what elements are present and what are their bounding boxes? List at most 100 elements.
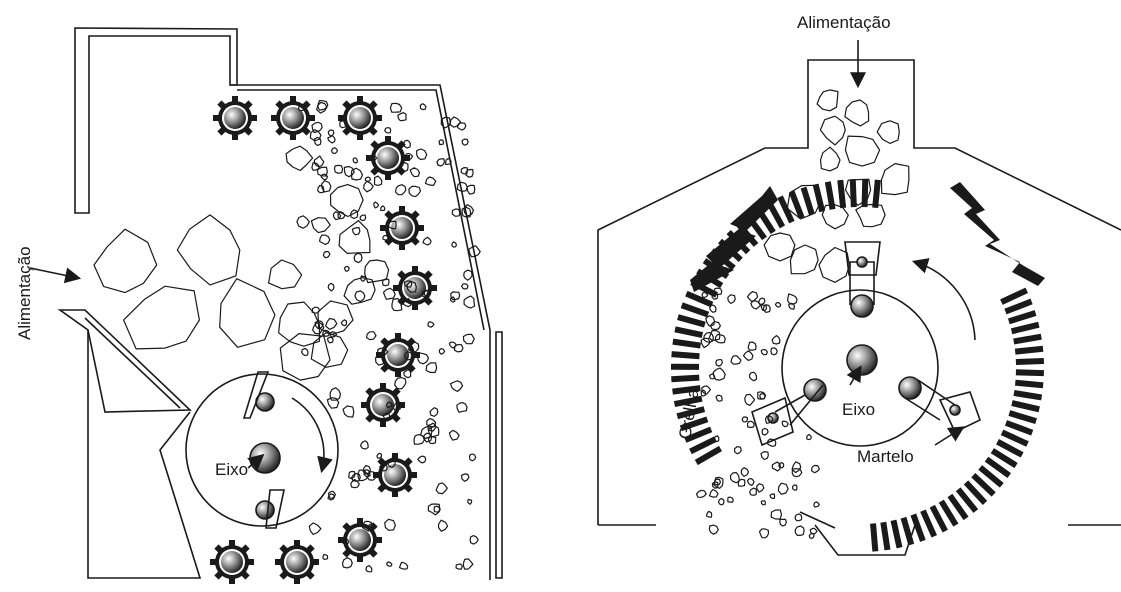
rotation-arrow-right <box>915 262 975 340</box>
rock-small <box>366 566 372 572</box>
impact-bar-gear <box>338 96 382 140</box>
rock-small <box>457 182 467 191</box>
crusher-housing-right-wall <box>496 332 502 578</box>
rock-small <box>728 497 733 502</box>
rock-small <box>748 421 755 427</box>
rock-small <box>731 473 740 483</box>
hammer-pointer <box>935 428 962 445</box>
rock-small <box>709 525 718 534</box>
rock-small <box>328 130 334 136</box>
rock-fragments-left <box>94 101 480 572</box>
impact-crusher-diagram <box>30 28 502 580</box>
rock-small <box>710 490 719 498</box>
gear-hub <box>377 147 399 169</box>
rock-small <box>468 499 472 504</box>
rock-small <box>332 148 338 154</box>
rock-small <box>428 322 434 327</box>
rock-small <box>323 252 330 258</box>
grate-bar-left <box>677 314 706 327</box>
grate-bar-right <box>1008 410 1037 424</box>
feed-arrow-left <box>30 268 78 278</box>
rock-small <box>778 483 788 494</box>
rock-small <box>748 292 758 302</box>
rock-small <box>360 215 366 221</box>
rock-small <box>462 139 468 145</box>
rock-small <box>788 294 797 304</box>
rock-small <box>383 235 388 240</box>
rock-small <box>719 499 724 505</box>
hammer-pin-left <box>768 413 778 423</box>
rock-small <box>374 202 379 208</box>
rock-small <box>341 320 346 326</box>
hammer-pin-top <box>857 257 867 267</box>
rock-small <box>458 123 466 130</box>
rock-large <box>819 248 849 283</box>
rock-small <box>395 378 406 389</box>
rock-large <box>820 116 845 145</box>
rock-small <box>709 331 720 341</box>
shaft-label-left: Eixo <box>215 460 248 479</box>
rock-small <box>452 242 456 247</box>
rock-small <box>437 159 445 166</box>
hammer-ball-top-right <box>851 295 873 317</box>
rock-small <box>439 349 444 355</box>
grate-bar-left <box>674 326 703 338</box>
rock-small <box>457 403 467 413</box>
rock-small <box>771 510 781 519</box>
grate-bar-left <box>813 184 825 213</box>
rock-small <box>467 185 475 194</box>
rock-small <box>436 483 447 494</box>
rock-small <box>741 468 748 477</box>
grate-bar-right <box>1016 369 1044 376</box>
rock-small <box>439 140 443 145</box>
rock-small <box>414 435 425 445</box>
rock-small <box>423 237 431 245</box>
liner-right <box>950 182 1045 286</box>
rock-small <box>697 490 707 497</box>
rock-small <box>385 519 396 530</box>
rock-large <box>220 279 275 348</box>
rock-small <box>470 536 478 545</box>
gear-hub <box>349 107 371 129</box>
hammer-mill-diagram <box>598 40 1121 555</box>
rock-small <box>381 206 385 211</box>
rock-large <box>845 100 869 126</box>
rock-small <box>814 502 819 507</box>
hammer-ball-right-right <box>899 377 921 399</box>
gear-hub <box>221 551 243 573</box>
rock-small <box>762 428 768 435</box>
rock-small <box>470 454 476 461</box>
rock-small <box>353 158 357 163</box>
grate-bar-right <box>1013 334 1042 345</box>
rock-small <box>745 394 755 405</box>
rock-large <box>856 205 885 227</box>
rock-small <box>462 284 468 289</box>
rock-small <box>760 394 765 400</box>
rock-small <box>710 305 716 312</box>
rock-small <box>387 562 392 566</box>
rock-large <box>764 233 795 261</box>
rock-small <box>375 176 382 185</box>
rock-small <box>451 292 460 300</box>
rock-small <box>426 363 437 373</box>
rock-small <box>385 128 391 133</box>
feed-label-left: Alimentação <box>15 246 34 340</box>
rock-small <box>354 253 362 262</box>
rock-small <box>792 469 802 477</box>
rock-small <box>793 485 797 490</box>
rock-small <box>450 117 461 127</box>
grate-bar-right <box>1015 346 1043 355</box>
rock-small <box>390 103 401 112</box>
rock-small <box>320 235 330 244</box>
rock-small <box>772 336 780 344</box>
rock-small <box>439 520 448 531</box>
rock-small <box>463 334 474 343</box>
gear-hub <box>349 529 371 551</box>
grate-bar-right <box>880 522 890 551</box>
rock-small <box>750 488 757 495</box>
grate-bar-right <box>1011 322 1040 334</box>
impact-bar-gear <box>366 136 410 180</box>
grate-bar-left <box>801 187 815 216</box>
rock-small <box>355 291 365 302</box>
rock-small <box>750 372 757 381</box>
